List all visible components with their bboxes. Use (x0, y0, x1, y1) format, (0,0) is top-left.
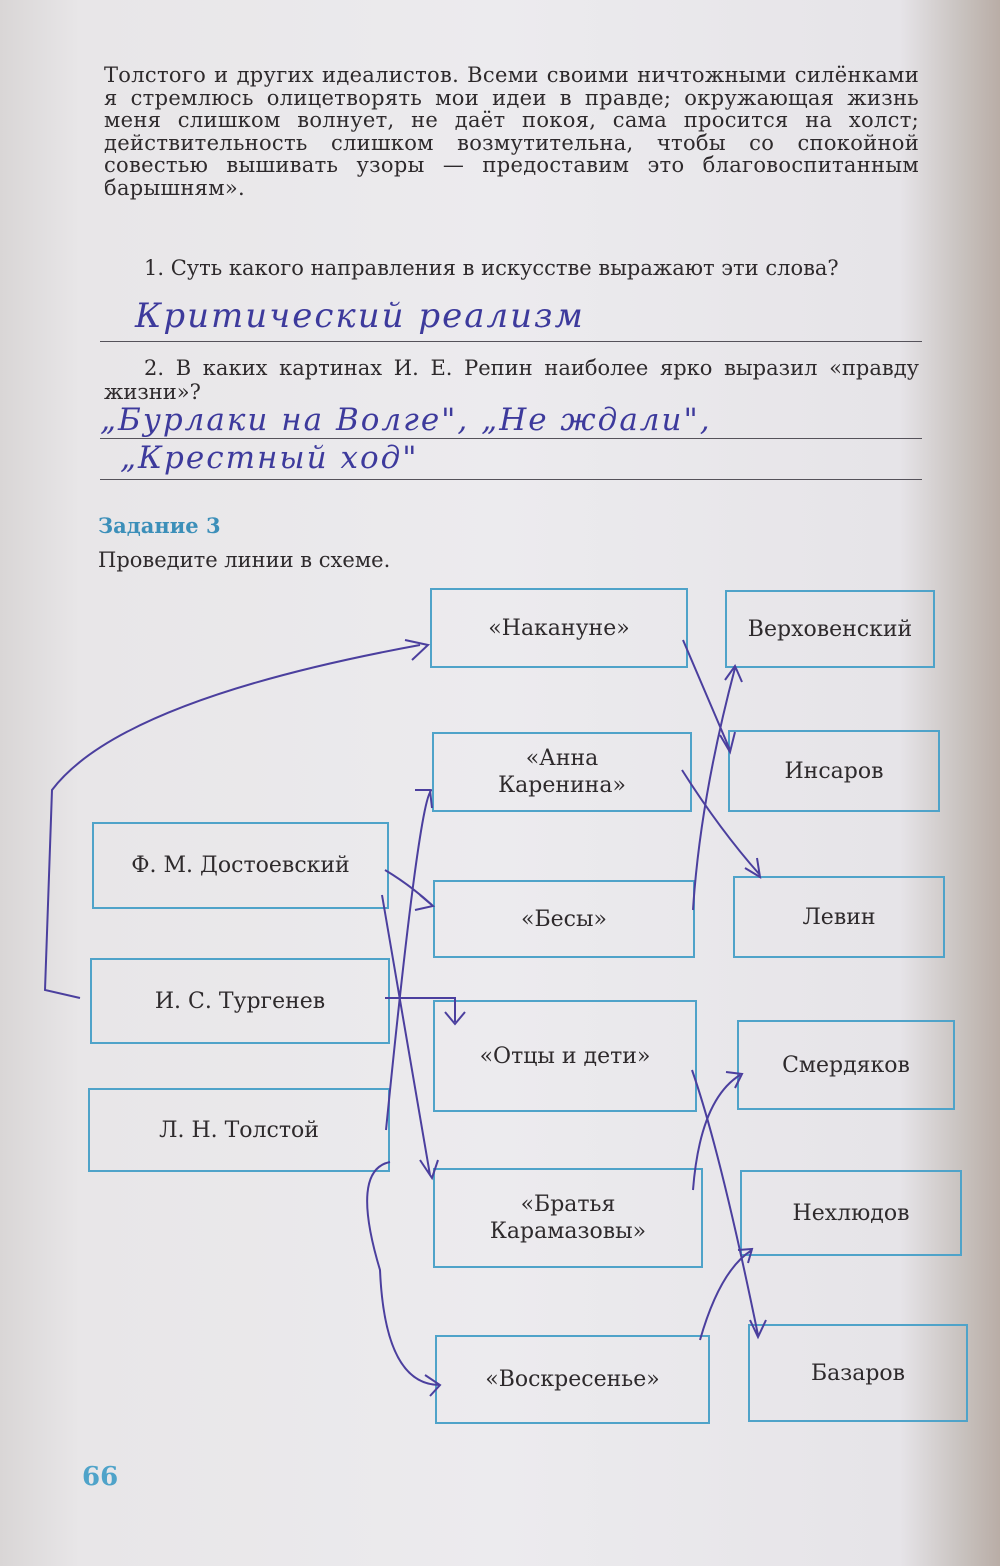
character-box-levin: Левин (733, 876, 945, 958)
work-box-besy: «Бесы» (433, 880, 695, 958)
author-box-dostoevsky: Ф. М. Достоевский (92, 822, 389, 909)
character-box-verkhovensky: Верховенский (725, 590, 935, 668)
answer-2-line-2: „Крестный ход" (120, 440, 419, 476)
character-box-nekhlyudov: Нехлюдов (740, 1170, 962, 1256)
page-number: 66 (82, 1462, 119, 1492)
task-title: Задание 3 (98, 513, 221, 538)
work-box-nakanune: «Накануне» (430, 588, 688, 668)
work-box-brothers-karamazov: «Братья Карамазовы» (433, 1168, 703, 1268)
character-box-bazarov: Базаров (748, 1324, 968, 1422)
question-1: 1. Суть какого направления в искусстве в… (144, 256, 839, 280)
work-box-resurrection: «Воскресенье» (435, 1335, 710, 1424)
author-box-tolstoy: Л. Н. Толстой (88, 1088, 390, 1172)
work-box-anna-karenina: «Анна Каренина» (432, 732, 692, 812)
work-box-fathers-and-sons: «Отцы и дети» (433, 1000, 697, 1112)
task-instruction: Проведите линии в схеме. (98, 548, 391, 572)
passage-text: Толстого и других идеалистов. Всеми свои… (104, 63, 919, 200)
author-box-turgenev: И. С. Тургенев (90, 958, 390, 1044)
character-box-smerdyakov: Смердяков (737, 1020, 955, 1110)
character-box-insarov: Инсаров (728, 730, 940, 812)
answer-1: Критический реализм (135, 296, 585, 336)
answer-2-line-1: „Бурлаки на Волге", „Не ждали", (100, 402, 712, 438)
question-2: 2. В каких картинах И. Е. Репин наиболее… (104, 356, 919, 404)
